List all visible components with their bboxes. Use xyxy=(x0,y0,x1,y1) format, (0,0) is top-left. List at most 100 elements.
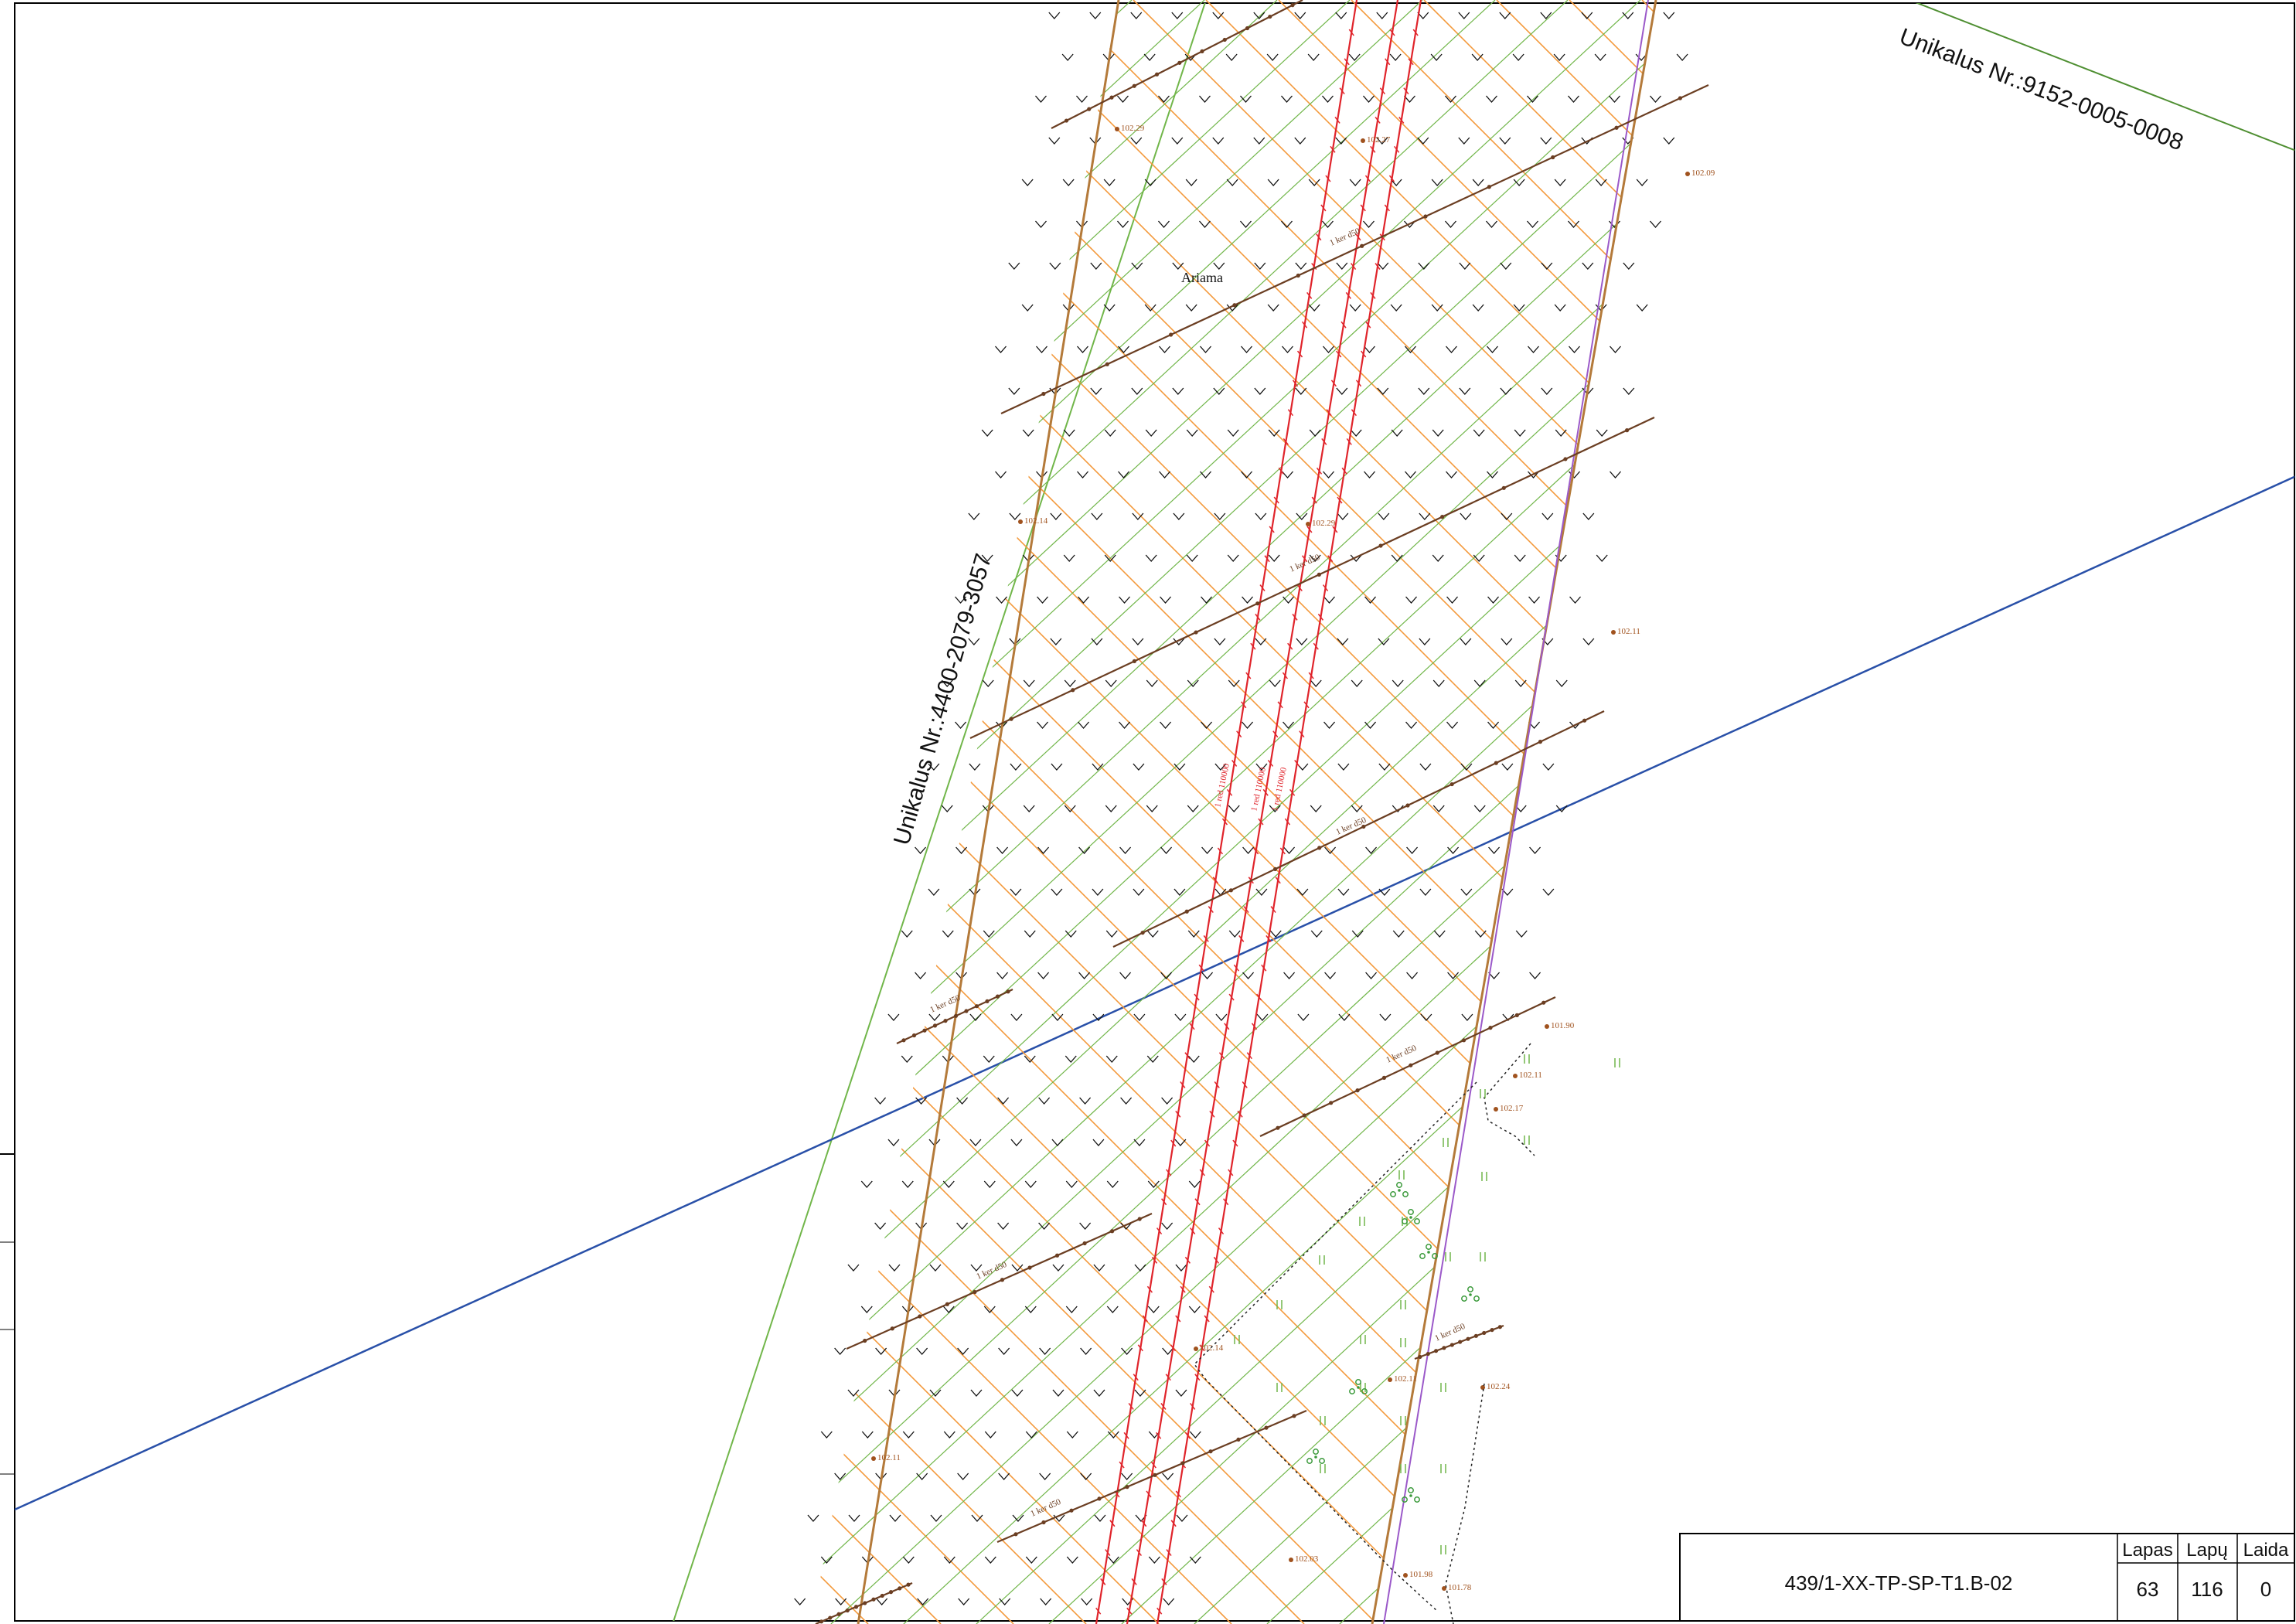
grid-line xyxy=(812,0,1205,1624)
arable-land-mark xyxy=(1201,846,1214,854)
pipeline-tick xyxy=(1217,847,1224,855)
arable-land-mark xyxy=(1024,930,1036,938)
meadow-mark xyxy=(1400,1464,1406,1473)
arable-land-mark xyxy=(1159,471,1170,478)
elevation-point-mark xyxy=(1494,1107,1498,1112)
arable-land-mark xyxy=(928,1013,941,1021)
drainage-well-mark xyxy=(1563,457,1568,461)
grid-line xyxy=(812,0,915,1624)
arable-land-mark xyxy=(955,596,967,604)
arable-land-mark xyxy=(1349,304,1361,312)
drainage-well-mark xyxy=(1440,515,1445,519)
meadow-mark xyxy=(1320,1416,1326,1425)
drainage-well-mark xyxy=(1405,803,1410,808)
arable-land-mark xyxy=(1337,763,1350,771)
arable-land-mark xyxy=(1596,554,1608,562)
arable-land-mark xyxy=(1064,805,1076,812)
pipeline-tick xyxy=(1364,175,1371,182)
arable-land-mark xyxy=(860,1306,873,1313)
pipeline-tick xyxy=(1296,584,1303,592)
pipeline-tick xyxy=(1184,1432,1191,1439)
arable-land-mark xyxy=(1201,596,1213,604)
pipeline-tick xyxy=(1105,1549,1111,1557)
arable-land-mark xyxy=(1418,387,1430,395)
drainage-well-mark xyxy=(1381,1075,1387,1080)
elevation-label: 102.14 xyxy=(1200,1343,1224,1353)
arable-land-mark xyxy=(1433,930,1446,938)
meadow-area xyxy=(1194,1043,1620,1624)
arable-land-mark xyxy=(1051,1013,1064,1021)
arable-land-mark xyxy=(1118,346,1129,353)
grid-line xyxy=(812,0,1305,1624)
arable-land-mark xyxy=(1161,1097,1174,1105)
arable-land-mark xyxy=(1501,638,1513,645)
grid-line xyxy=(812,0,1656,1624)
drainage-well-mark xyxy=(1069,1508,1074,1513)
grid-line xyxy=(1557,0,1656,1624)
parcel-boundary-line xyxy=(673,3,1206,1621)
pipeline-tick xyxy=(1283,438,1289,445)
arable-land-mark xyxy=(1161,1222,1174,1230)
arable-land-mark xyxy=(1093,1264,1105,1272)
arable-land-mark xyxy=(1011,1264,1024,1272)
arable-land-mark xyxy=(1528,471,1539,478)
drainage-well-mark xyxy=(922,1028,927,1033)
pipeline-tick xyxy=(1250,642,1256,650)
arable-land-mark xyxy=(807,1514,819,1522)
arable-land-mark xyxy=(1186,429,1198,437)
arable-land-mark xyxy=(1011,1389,1024,1397)
arable-land-mark xyxy=(1268,554,1280,562)
grid-line xyxy=(812,0,1656,1624)
arable-land-mark xyxy=(1499,12,1511,19)
pipeline-tick xyxy=(1184,1256,1191,1264)
arable-land-mark xyxy=(1214,638,1226,645)
arable-land-mark xyxy=(1526,95,1538,103)
grid-line xyxy=(1715,0,2296,1624)
arable-land-mark xyxy=(1133,888,1145,896)
pipeline-tick xyxy=(1394,145,1400,153)
grid-line xyxy=(812,0,1656,1624)
pipeline-tick xyxy=(1340,321,1347,329)
pipeline-tick xyxy=(1259,584,1266,592)
pipeline-tick xyxy=(1175,1110,1181,1118)
arable-land-mark xyxy=(1159,346,1170,353)
arable-land-mark xyxy=(916,1472,928,1480)
grid-line xyxy=(0,0,359,1624)
grid-line xyxy=(812,0,869,1624)
arable-land-mark xyxy=(1392,805,1404,812)
pipeline-tick xyxy=(1237,1110,1243,1118)
grid-line xyxy=(812,0,1656,1624)
drainage-well-mark xyxy=(1473,1333,1478,1338)
arable-land-mark xyxy=(861,1431,874,1438)
pipeline-tick xyxy=(1284,818,1291,826)
arable-land-mark xyxy=(1403,220,1415,228)
arable-land-mark xyxy=(1162,1347,1174,1355)
pipeline-tick xyxy=(1198,964,1204,972)
pipeline-tick xyxy=(1350,263,1357,271)
arable-land-mark xyxy=(1189,1431,1201,1438)
pipeline-tick xyxy=(1303,701,1310,709)
sheet-number: 63 xyxy=(2137,1578,2159,1601)
pipeline-tick xyxy=(1332,526,1338,533)
arable-land-mark xyxy=(969,1139,982,1146)
drainage-well-mark xyxy=(973,1289,977,1295)
arable-land-mark xyxy=(1623,262,1635,270)
grid-line xyxy=(0,0,432,1624)
drain-line xyxy=(1259,996,1556,1137)
arable-land-mark xyxy=(1269,805,1281,812)
drainage-well-mark xyxy=(1027,1265,1032,1270)
pipeline-tick xyxy=(1299,730,1305,738)
arable-land-mark xyxy=(1242,846,1255,854)
meadow-mark xyxy=(1480,1089,1486,1098)
drainage-well-mark xyxy=(1435,1050,1439,1055)
arable-land-mark xyxy=(1172,387,1184,395)
arable-land-mark xyxy=(983,1306,996,1313)
elevation-point-mark xyxy=(1018,519,1023,524)
arable-land-mark xyxy=(957,1472,969,1480)
arable-land-mark xyxy=(1064,679,1076,687)
arable-land-mark xyxy=(1500,387,1512,395)
pipeline-tick xyxy=(1175,1315,1181,1323)
grid-line xyxy=(1266,0,1656,1624)
arable-land-mark xyxy=(1080,1472,1092,1480)
arable-land-mark xyxy=(1376,137,1388,145)
